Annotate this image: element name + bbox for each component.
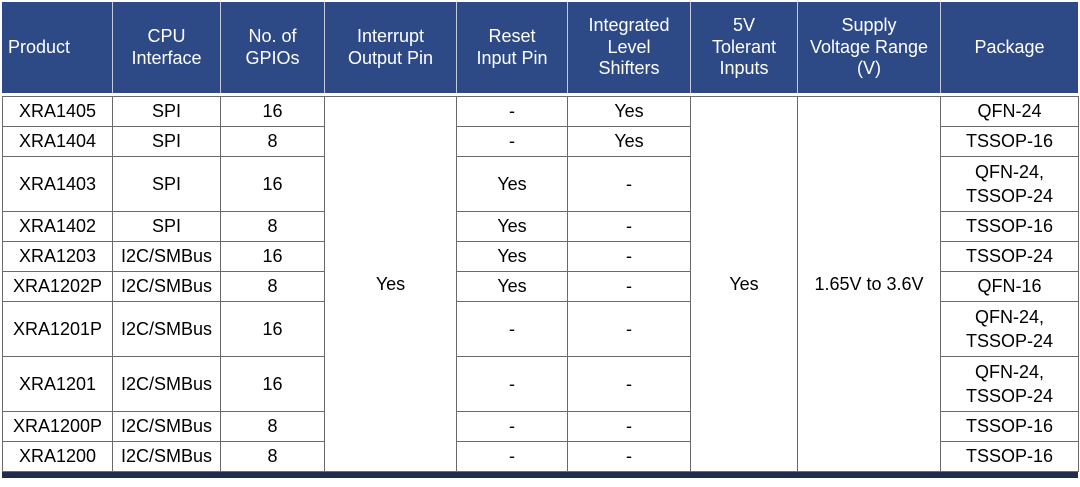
cell-product: XRA1404 bbox=[2, 126, 113, 157]
column-header-package: Package bbox=[940, 2, 1078, 93]
cell-package: TSSOP-16 bbox=[940, 411, 1079, 442]
cell-cpu-interface: I2C/SMBus bbox=[112, 271, 221, 302]
cell-gpios: 16 bbox=[220, 301, 325, 357]
cell-cpu-interface: I2C/SMBus bbox=[112, 356, 221, 412]
cell-reset-input-pin: - bbox=[456, 96, 568, 127]
cell-package: TSSOP-16 bbox=[940, 211, 1079, 242]
cell-product: XRA1402 bbox=[2, 211, 113, 242]
cell-supply-voltage-range-merged: 1.65V to 3.6V bbox=[797, 96, 941, 472]
column-header-no-of-gpios: No. of GPIOs bbox=[220, 2, 324, 93]
cell-package: QFN-24, TSSOP-24 bbox=[940, 356, 1079, 412]
cell-cpu-interface: SPI bbox=[112, 211, 221, 242]
cell-product: XRA1201P bbox=[2, 301, 113, 357]
table-row: XRA1202P I2C/SMBus 8 Yes - QFN-16 bbox=[2, 271, 1079, 302]
table-row: XRA1200 I2C/SMBus 8 - - TSSOP-16 bbox=[2, 441, 1079, 472]
cell-cpu-interface: SPI bbox=[112, 96, 221, 127]
cell-package: TSSOP-16 bbox=[940, 441, 1079, 472]
cell-package: TSSOP-16 bbox=[940, 126, 1079, 157]
cell-level-shifters: - bbox=[567, 356, 691, 412]
cell-package: QFN-24, TSSOP-24 bbox=[940, 301, 1079, 357]
column-header-product: Product bbox=[2, 2, 112, 93]
cell-gpios: 16 bbox=[220, 156, 325, 212]
cell-interrupt-output-pin-merged: Yes bbox=[324, 96, 457, 472]
table-row: XRA1403 SPI 16 Yes - QFN-24, TSSOP-24 bbox=[2, 156, 1079, 212]
cell-product: XRA1201 bbox=[2, 356, 113, 412]
cell-gpios: 8 bbox=[220, 441, 325, 472]
cell-reset-input-pin: Yes bbox=[456, 211, 568, 242]
cell-gpios: 8 bbox=[220, 271, 325, 302]
cell-gpios: 16 bbox=[220, 241, 325, 272]
cell-package: QFN-24 bbox=[940, 96, 1079, 127]
cell-gpios: 8 bbox=[220, 126, 325, 157]
table-bottom-bar bbox=[2, 472, 1078, 478]
column-header-reset-input-pin: Reset Input Pin bbox=[456, 2, 567, 93]
cell-level-shifters: - bbox=[567, 301, 691, 357]
table-row: XRA1405 SPI 16 Yes - Yes Yes 1.65V to 3.… bbox=[2, 96, 1079, 472]
cell-reset-input-pin: Yes bbox=[456, 271, 568, 302]
cell-product: XRA1203 bbox=[2, 241, 113, 272]
cell-product: XRA1405 bbox=[2, 96, 113, 127]
cell-product: XRA1202P bbox=[2, 271, 113, 302]
cell-reset-input-pin: - bbox=[456, 441, 568, 472]
cell-gpios: 16 bbox=[220, 356, 325, 412]
table-header-row: Product CPU Interface No. of GPIOs Inter… bbox=[2, 2, 1078, 93]
cell-cpu-interface: I2C/SMBus bbox=[112, 301, 221, 357]
column-header-interrupt-output-pin: Interrupt Output Pin bbox=[324, 2, 456, 93]
column-header-5v-tolerant-inputs: 5V Tolerant Inputs bbox=[690, 2, 797, 93]
cell-gpios: 8 bbox=[220, 411, 325, 442]
cell-gpios: 16 bbox=[220, 96, 325, 127]
cell-package: QFN-24, TSSOP-24 bbox=[940, 156, 1079, 212]
cell-cpu-interface: I2C/SMBus bbox=[112, 411, 221, 442]
cell-package: TSSOP-24 bbox=[940, 241, 1079, 272]
cell-cpu-interface: SPI bbox=[112, 156, 221, 212]
cell-product: XRA1200P bbox=[2, 411, 113, 442]
column-header-cpu-interface: CPU Interface bbox=[112, 2, 220, 93]
cell-gpios: 8 bbox=[220, 211, 325, 242]
table-row: XRA1404 SPI 8 - Yes TSSOP-16 bbox=[2, 126, 1079, 157]
cell-level-shifters: Yes bbox=[567, 126, 691, 157]
cell-level-shifters: - bbox=[567, 241, 691, 272]
cell-reset-input-pin: - bbox=[456, 301, 568, 357]
cell-reset-input-pin: - bbox=[456, 126, 568, 157]
cell-reset-input-pin: - bbox=[456, 356, 568, 412]
column-header-supply-voltage-range: Supply Voltage Range (V) bbox=[797, 2, 940, 93]
cell-cpu-interface: SPI bbox=[112, 126, 221, 157]
column-header-level-shifters: Integrated Level Shifters bbox=[567, 2, 690, 93]
cell-reset-input-pin: Yes bbox=[456, 156, 568, 212]
cell-reset-input-pin: Yes bbox=[456, 241, 568, 272]
cell-product: XRA1200 bbox=[2, 441, 113, 472]
cell-level-shifters: Yes bbox=[567, 96, 691, 127]
product-table-body: XRA1405 SPI 16 Yes - Yes Yes 1.65V to 3.… bbox=[2, 96, 1079, 472]
cell-level-shifters: - bbox=[567, 271, 691, 302]
cell-level-shifters: - bbox=[567, 211, 691, 242]
cell-package: QFN-16 bbox=[940, 271, 1079, 302]
cell-level-shifters: - bbox=[567, 156, 691, 212]
cell-level-shifters: - bbox=[567, 411, 691, 442]
cell-product: XRA1403 bbox=[2, 156, 113, 212]
cell-5v-tolerant-inputs-merged: Yes bbox=[690, 96, 798, 472]
cell-cpu-interface: I2C/SMBus bbox=[112, 441, 221, 472]
cell-level-shifters: - bbox=[567, 441, 691, 472]
cell-reset-input-pin: - bbox=[456, 411, 568, 442]
cell-cpu-interface: I2C/SMBus bbox=[112, 241, 221, 272]
table-row: XRA1201 I2C/SMBus 16 - - QFN-24, TSSOP-2… bbox=[2, 356, 1079, 412]
table-row: XRA1402 SPI 8 Yes - TSSOP-16 bbox=[2, 211, 1079, 242]
